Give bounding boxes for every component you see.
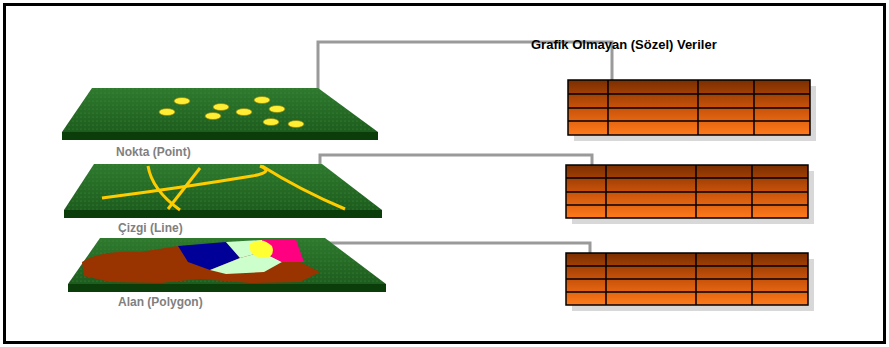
layer-label: Nokta (Point) (116, 145, 191, 159)
layer-name: Alan (Polygon) (118, 295, 203, 309)
diagram-title: Grafik Olmayan (Sözel) Veriler (531, 37, 717, 52)
layer-name: Çizgi (Line) (118, 221, 183, 235)
layer-label: Çizgi (Line) (118, 221, 183, 235)
layer-label: Alan (Polygon) (118, 295, 203, 309)
layer-name: Nokta (Point) (116, 145, 191, 159)
